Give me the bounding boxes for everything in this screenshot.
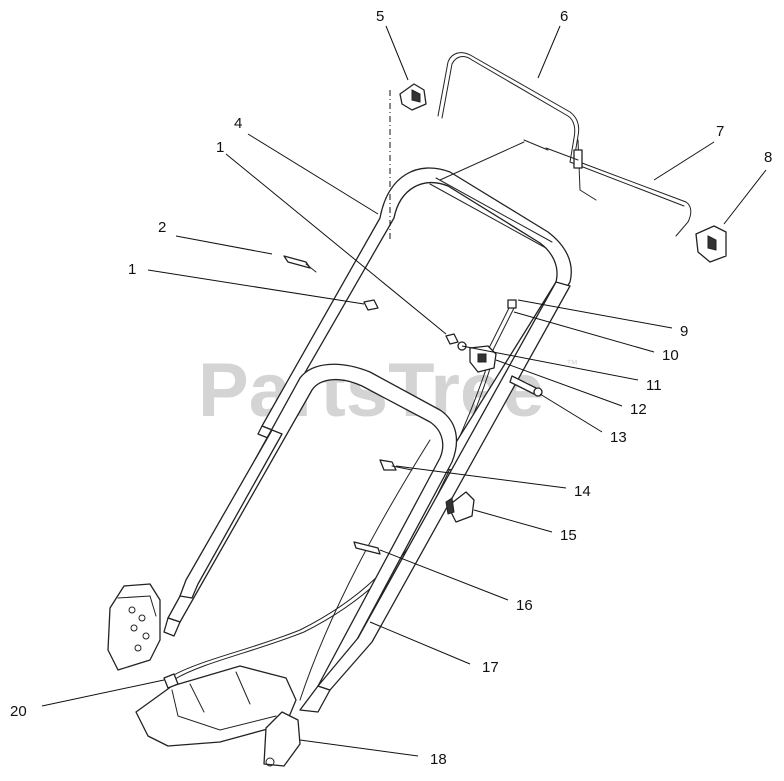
cable-switch-housing [469, 345, 497, 373]
leader-lines [41, 25, 767, 757]
adjustment-screw [509, 375, 543, 397]
handle-bolt [379, 459, 413, 471]
callout-12: 12 [630, 401, 647, 418]
callout-5: 5 [376, 8, 384, 25]
callout-4: 4 [234, 115, 242, 132]
callout-16: 16 [516, 597, 533, 614]
handle-bolt-left [363, 299, 379, 311]
callout-2: 2 [158, 219, 166, 236]
callout-10: 10 [662, 347, 679, 364]
cable-tie [283, 255, 317, 273]
mower-deck-chute [135, 665, 297, 747]
bail-cable [439, 141, 525, 181]
handle-height-bracket [107, 583, 161, 671]
handle-right-rail [317, 281, 571, 691]
control-bail [437, 52, 692, 237]
callout-labels: 5 6 7 8 4 1 2 1 9 10 11 12 13 14 15 16 1… [10, 8, 772, 768]
callout-1-lower: 1 [128, 261, 136, 278]
callout-18: 18 [430, 751, 447, 768]
callout-9: 9 [680, 323, 688, 340]
handle-bolt-right [445, 333, 459, 345]
callout-6: 6 [560, 8, 568, 25]
watermark-trademark: ™ [566, 357, 578, 371]
callout-8: 8 [764, 149, 772, 166]
cable-clip [353, 541, 381, 555]
callout-13: 13 [610, 429, 627, 446]
cable-end [487, 299, 517, 353]
callout-14: 14 [574, 483, 591, 500]
callout-17: 17 [482, 659, 499, 676]
callout-15: 15 [560, 527, 577, 544]
callout-7: 7 [716, 123, 724, 140]
right-bail-bracket [695, 225, 727, 263]
callout-1-upper: 1 [216, 139, 224, 156]
handle-left-rail [179, 429, 283, 599]
pivot-bracket [263, 711, 301, 767]
callout-11: 11 [646, 377, 662, 394]
callout-20: 20 [10, 703, 27, 720]
left-bail-bracket [399, 83, 427, 111]
handle-knob [445, 491, 475, 523]
